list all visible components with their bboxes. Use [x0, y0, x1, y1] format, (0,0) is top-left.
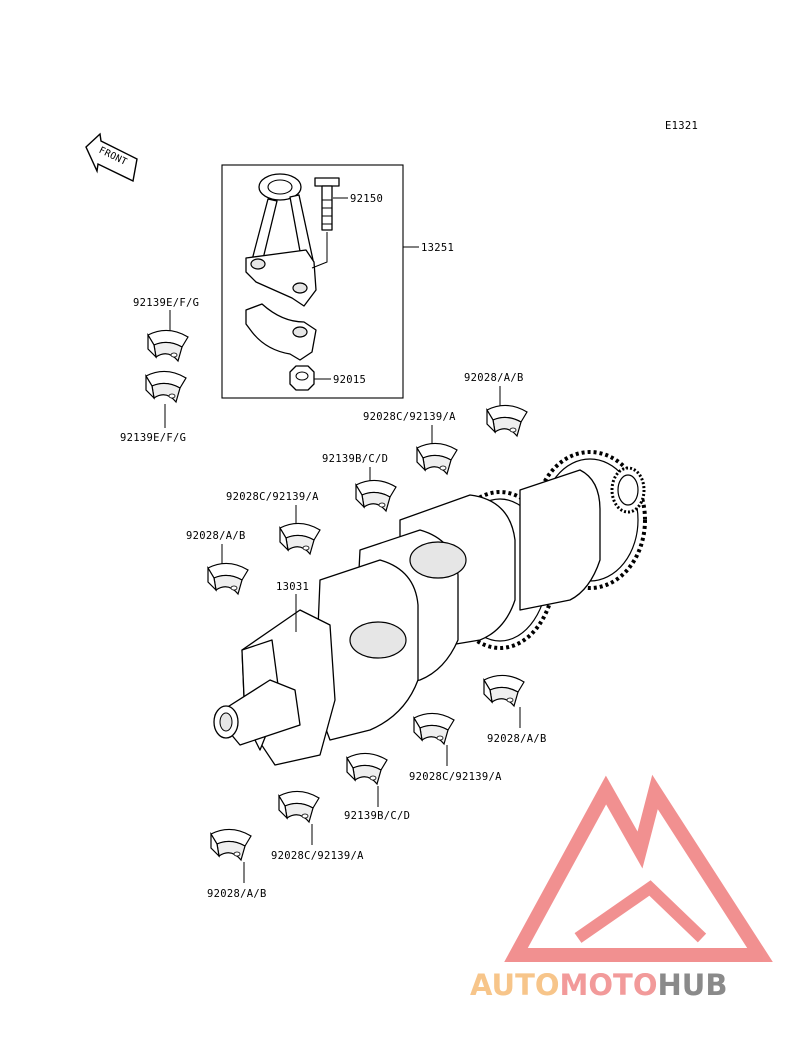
callout-92139bcd-1: 92139B/C/D: [322, 453, 388, 465]
callout-92028ab-2: 92028/A/B: [186, 530, 246, 542]
bearing-shell: [145, 370, 187, 403]
front-arrow-icon: FRONT: [85, 132, 138, 183]
callout-92150: 92150: [350, 193, 383, 205]
callout-92139efg-top: 92139E/F/G: [133, 297, 199, 309]
watermark-part-auto: AUTO: [470, 968, 560, 1002]
watermark-logo: [504, 774, 773, 962]
bearing-shell: [210, 828, 252, 861]
callout-92028c-1: 92028C/92139/A: [363, 411, 456, 423]
bearing-shell: [355, 479, 397, 512]
callout-92028c-4: 92028C/92139/A: [271, 850, 364, 862]
callout-92028ab-3: 92028/A/B: [487, 733, 547, 745]
rod-bolt: [311, 177, 340, 269]
rod-nut: [289, 365, 315, 391]
bearing-shell: [278, 790, 320, 823]
callout-92139bcd-2: 92139B/C/D: [344, 810, 410, 822]
callout-92028c-2: 92028C/92139/A: [226, 491, 319, 503]
bearing-shell: [346, 752, 388, 785]
bearing-shell: [486, 404, 528, 437]
watermark-part-moto: MOTO: [560, 968, 658, 1002]
conrod-group-box: [221, 164, 404, 399]
callout-92028c-3: 92028C/92139/A: [409, 771, 502, 783]
bearing-shell: [207, 562, 249, 595]
diagram-code: E1321: [665, 120, 698, 132]
callout-92139efg-bot: 92139E/F/G: [120, 432, 186, 444]
crankshaft: [213, 450, 647, 766]
callout-92028ab-4: 92028/A/B: [207, 888, 267, 900]
bearing-shell: [413, 712, 455, 745]
connecting-rod: [245, 173, 317, 307]
bearing-shell: [416, 442, 458, 475]
bearing-shell: [279, 522, 321, 555]
watermark-part-hub: HUB: [658, 968, 728, 1002]
callout-92015: 92015: [333, 374, 366, 386]
bearing-shell: [483, 674, 525, 707]
rod-cap: [245, 303, 317, 361]
watermark-text: AUTOMOTOHUB: [470, 968, 727, 1002]
callout-13031: 13031: [276, 581, 309, 593]
callout-92028ab-1: 92028/A/B: [464, 372, 524, 384]
callout-13251: 13251: [421, 242, 454, 254]
bearing-shell: [147, 329, 189, 362]
